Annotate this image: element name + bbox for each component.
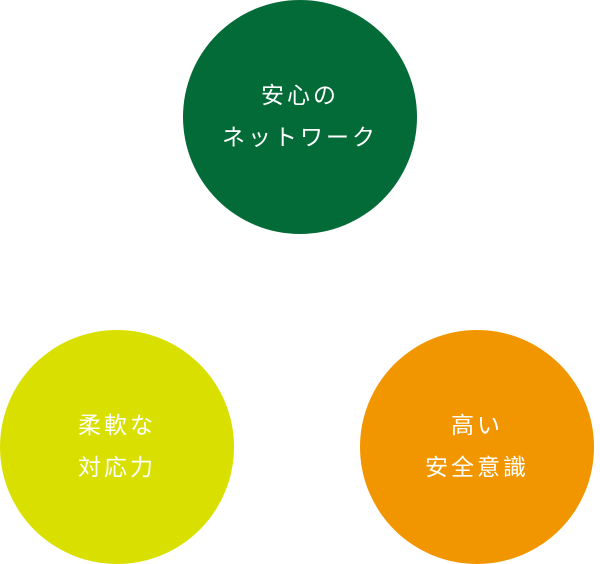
circle-label-line: 安全意識 <box>425 455 529 481</box>
circle-label-line: ネットワーク <box>222 125 378 151</box>
circle-flexible-response: 柔軟な 対応力 <box>0 330 234 564</box>
circle-safety-awareness: 高い 安全意識 <box>360 330 594 564</box>
circle-secure-network: 安心の ネットワーク <box>183 0 417 234</box>
circle-label-line: 高い <box>451 413 503 439</box>
circle-label-line: 安心の <box>261 83 339 109</box>
circle-label-line: 対応力 <box>78 455 156 481</box>
circle-label-line: 柔軟な <box>78 413 156 439</box>
